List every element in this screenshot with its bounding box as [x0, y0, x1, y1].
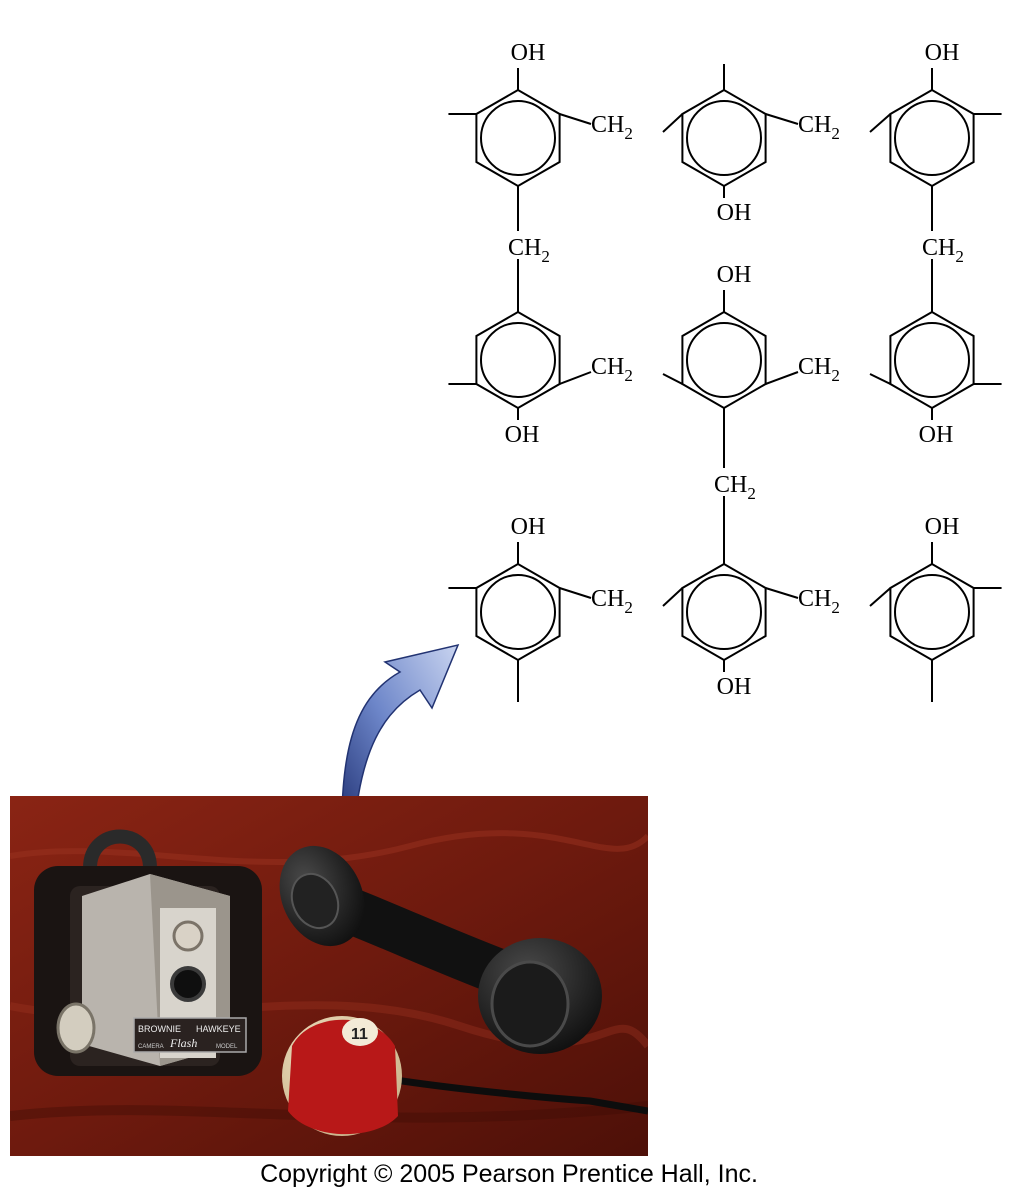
billiard-ball: 11 — [282, 1016, 402, 1136]
camera-sub-right: MODEL — [216, 1044, 238, 1050]
benzene-ring-r2c1-aromatic-circle — [480, 322, 556, 398]
methylene-bond — [559, 371, 592, 385]
hydroxyl-label: OH — [717, 674, 752, 700]
methylene-bond — [869, 587, 892, 607]
hydroxyl-label: OH — [511, 40, 546, 66]
benzene-rings — [475, 88, 975, 662]
hydroxyl-label: OH — [505, 422, 540, 448]
ball-number: 11 — [351, 1026, 368, 1043]
camera-sub-left: CAMERA — [138, 1044, 164, 1050]
methylene-bond — [765, 113, 799, 125]
curved-arrow — [341, 643, 460, 800]
benzene-ring-r1c2 — [681, 88, 767, 188]
benzene-ring-r1c1-aromatic-circle — [480, 100, 556, 176]
methylene-label: CH2 — [508, 235, 550, 266]
benzene-ring-r2c3 — [889, 310, 975, 410]
methylene-label: CH2 — [798, 586, 840, 617]
methylene-bond — [765, 587, 799, 599]
methylene-bond — [559, 113, 592, 125]
methylene-label: CH2 — [591, 112, 633, 143]
benzene-ring-r3c1-aromatic-circle — [480, 574, 556, 650]
telephone-handset — [279, 845, 648, 1115]
methylene-label: CH2 — [591, 354, 633, 385]
benzene-ring-r2c2-aromatic-circle — [686, 322, 762, 398]
hydroxyl-label: OH — [717, 200, 752, 226]
plastic-objects-photo: BROWNIE HAWKEYE Flash CAMERA MODEL 11 — [10, 796, 648, 1156]
hydroxyl-label: OH — [717, 262, 752, 288]
copyright-caption: Copyright © 2005 Pearson Prentice Hall, … — [260, 1160, 758, 1188]
benzene-ring-r3c3-aromatic-circle — [894, 574, 970, 650]
benzene-ring-r2c1 — [475, 310, 561, 410]
methylene-label: CH2 — [798, 112, 840, 143]
methylene-bond — [559, 587, 592, 599]
camera-script-label: Flash — [169, 1036, 197, 1050]
methylene-bond — [765, 371, 799, 385]
chemical-bonds — [448, 64, 1002, 702]
hydroxyl-label: OH — [925, 514, 960, 540]
methylene-label: CH2 — [714, 472, 756, 503]
benzene-ring-r1c3 — [889, 88, 975, 188]
benzene-ring-r3c2 — [681, 562, 767, 662]
box-camera: BROWNIE HAWKEYE Flash CAMERA MODEL — [34, 829, 262, 1076]
methylene-label: CH2 — [798, 354, 840, 385]
methylene-bond — [662, 113, 684, 133]
benzene-ring-r2c3-aromatic-circle — [894, 322, 970, 398]
benzene-ring-r2c2 — [681, 310, 767, 410]
methylene-label: CH2 — [591, 586, 633, 617]
methylene-bond — [869, 113, 892, 133]
methylene-bond — [869, 373, 891, 385]
benzene-ring-r3c1 — [475, 562, 561, 662]
methylene-label: CH2 — [922, 235, 964, 266]
methylene-bond — [662, 587, 684, 607]
benzene-ring-r1c1 — [475, 88, 561, 188]
hydroxyl-label: OH — [919, 422, 954, 448]
camera-brand-right: HAWKEYE — [196, 1024, 241, 1034]
benzene-ring-r1c3-aromatic-circle — [894, 100, 970, 176]
camera-brand-left: BROWNIE — [138, 1024, 181, 1034]
hydroxyl-label: OH — [511, 514, 546, 540]
benzene-ring-r3c3 — [889, 562, 975, 662]
benzene-ring-r3c2-aromatic-circle — [686, 574, 762, 650]
methylene-bond — [662, 373, 683, 385]
benzene-ring-r1c2-aromatic-circle — [686, 100, 762, 176]
hydroxyl-label: OH — [925, 40, 960, 66]
